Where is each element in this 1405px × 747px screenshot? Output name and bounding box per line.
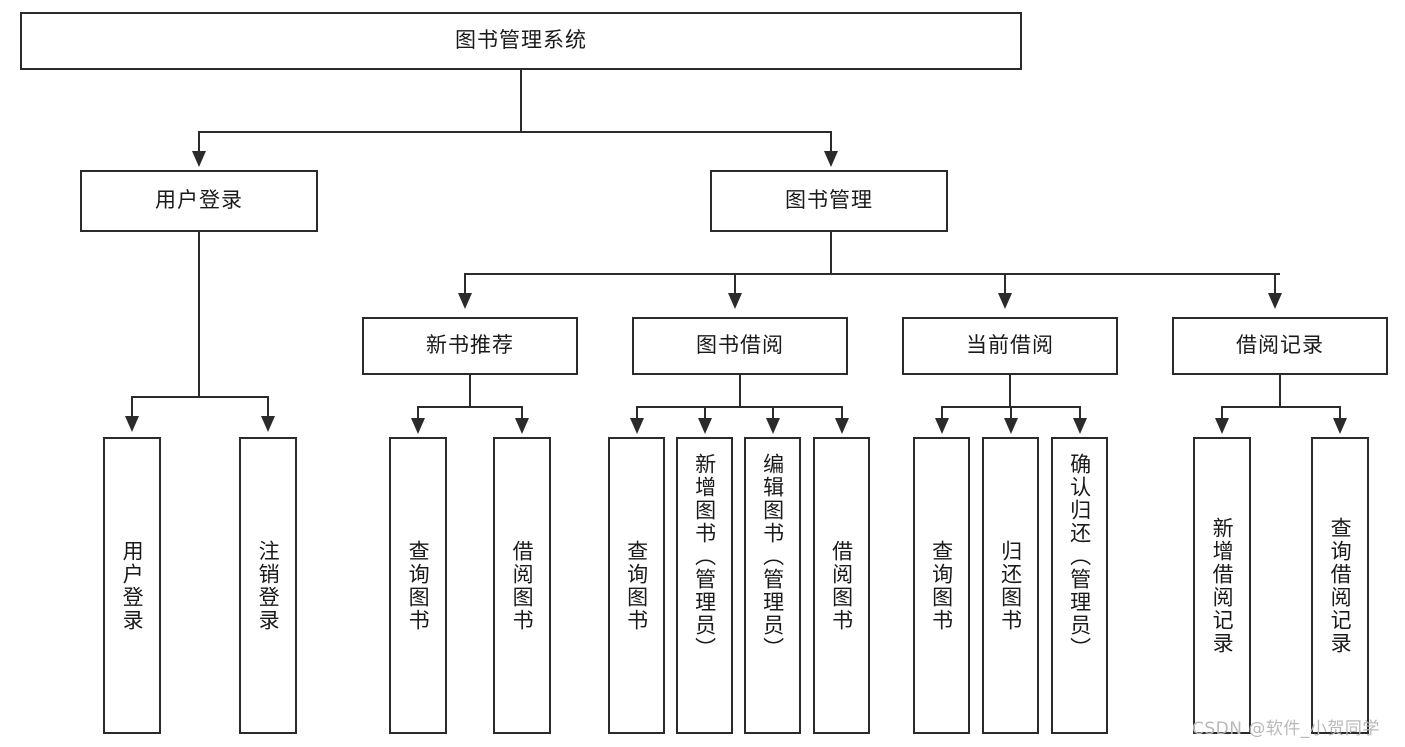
arrow-br-to-leaf2	[1333, 418, 1347, 434]
leaf-add-record[interactable]: 新增借阅记录	[1193, 437, 1251, 734]
csdn-watermark: CSDN @软件_小贺同学	[1192, 719, 1380, 739]
connector-bb-to-leaf4	[841, 406, 843, 420]
node-new-book-recommend[interactable]: 新书推荐	[362, 317, 578, 375]
leaf-edit-book-label: 编辑图书（管理员）	[760, 453, 785, 660]
connector-bm-to-book-borrow	[734, 273, 736, 295]
connector-user-login-to-leaf1	[131, 396, 133, 418]
connector-cb-to-leaf2	[1010, 406, 1012, 420]
connector-book-management-bus	[464, 273, 1280, 275]
leaf-query-book-2[interactable]: 查询图书	[608, 437, 665, 734]
leaf-user-login-label: 用户登录	[120, 539, 145, 632]
arrow-root-to-book-management	[824, 151, 838, 167]
arrow-bm-to-book-borrow	[728, 293, 742, 309]
arrow-bm-to-borrow-record	[1268, 293, 1282, 309]
connector-bm-to-new-book	[464, 273, 466, 295]
leaf-confirm-return[interactable]: 确认归还（管理员）	[1051, 437, 1108, 734]
arrow-bb-to-leaf2	[698, 418, 712, 434]
node-user-login-label: 用户登录	[155, 188, 243, 213]
node-current-borrow-label: 当前借阅	[966, 333, 1054, 358]
leaf-confirm-return-label: 确认归还（管理员）	[1067, 453, 1092, 660]
arrow-br-to-leaf1	[1215, 418, 1229, 434]
leaf-add-book-label: 新增图书（管理员）	[692, 453, 717, 660]
arrow-bb-to-leaf3	[766, 418, 780, 434]
connector-bb-stem	[739, 375, 741, 407]
leaf-borrow-book-2-label: 借阅图书	[829, 539, 854, 632]
leaf-edit-book[interactable]: 编辑图书（管理员）	[744, 437, 801, 734]
connector-root-bus	[198, 131, 832, 133]
leaf-logout-login[interactable]: 注销登录	[239, 437, 297, 734]
leaf-borrow-book-1-label: 借阅图书	[510, 539, 535, 632]
node-root-label: 图书管理系统	[455, 28, 587, 53]
node-book-management-label: 图书管理	[785, 188, 873, 213]
leaf-query-book-3[interactable]: 查询图书	[913, 437, 970, 734]
connector-bb-bus	[636, 406, 841, 408]
node-book-borrow-label: 图书借阅	[696, 333, 784, 358]
connector-cb-stem	[1009, 375, 1011, 407]
arrow-nbr-to-leaf1	[411, 418, 425, 434]
connector-nbr-bus	[417, 406, 522, 408]
arrow-cb-to-leaf3	[1073, 418, 1087, 434]
arrow-cb-to-leaf2	[1004, 418, 1018, 434]
connector-user-login-bus	[131, 396, 267, 398]
node-book-borrow[interactable]: 图书借阅	[632, 317, 848, 375]
leaf-return-book-label: 归还图书	[998, 539, 1023, 632]
leaf-borrow-book-1[interactable]: 借阅图书	[493, 437, 551, 734]
connector-br-to-leaf2	[1339, 406, 1341, 420]
connector-bm-to-current-borrow	[1004, 273, 1006, 295]
arrow-bb-to-leaf1	[630, 418, 644, 434]
arrow-root-to-user-login	[192, 151, 206, 167]
leaf-query-book-1-label: 查询图书	[406, 539, 431, 632]
connector-br-stem	[1279, 375, 1281, 407]
node-user-login[interactable]: 用户登录	[80, 170, 318, 232]
connector-user-login-stem	[198, 232, 200, 397]
connector-bb-to-leaf1	[636, 406, 638, 420]
connector-root-to-user-login	[198, 131, 200, 153]
leaf-query-book-1[interactable]: 查询图书	[389, 437, 447, 734]
connector-nbr-stem	[469, 375, 471, 407]
connector-user-login-to-leaf2	[267, 396, 269, 418]
arrow-nbr-to-leaf2	[515, 418, 529, 434]
arrow-bm-to-new-book	[458, 293, 472, 309]
leaf-add-record-label: 新增借阅记录	[1210, 516, 1235, 655]
connector-root-to-book-management	[830, 131, 832, 153]
connector-root-stem	[520, 70, 522, 132]
arrow-bm-to-current-borrow	[998, 293, 1012, 309]
leaf-user-login[interactable]: 用户登录	[103, 437, 161, 734]
leaf-query-record-label: 查询借阅记录	[1328, 516, 1353, 655]
arrow-user-login-to-leaf2	[261, 416, 275, 432]
leaf-add-book[interactable]: 新增图书（管理员）	[676, 437, 733, 734]
connector-br-bus	[1221, 406, 1340, 408]
leaf-query-book-3-label: 查询图书	[929, 539, 954, 632]
connector-cb-to-leaf3	[1079, 406, 1081, 420]
connector-book-management-stem	[830, 232, 832, 274]
node-borrow-record[interactable]: 借阅记录	[1172, 317, 1388, 375]
connector-bb-to-leaf3	[772, 406, 774, 420]
leaf-logout-login-label: 注销登录	[256, 539, 281, 632]
arrow-cb-to-leaf1	[935, 418, 949, 434]
node-book-management[interactable]: 图书管理	[710, 170, 948, 232]
leaf-query-record[interactable]: 查询借阅记录	[1311, 437, 1369, 734]
node-new-book-recommend-label: 新书推荐	[426, 333, 514, 358]
arrow-bb-to-leaf4	[835, 418, 849, 434]
connector-cb-to-leaf1	[941, 406, 943, 420]
node-current-borrow[interactable]: 当前借阅	[902, 317, 1118, 375]
node-borrow-record-label: 借阅记录	[1236, 333, 1324, 358]
leaf-query-book-2-label: 查询图书	[624, 539, 649, 632]
leaf-return-book[interactable]: 归还图书	[982, 437, 1039, 734]
connector-bb-to-leaf2	[704, 406, 706, 420]
connector-nbr-to-leaf2	[521, 406, 523, 420]
connector-bm-to-borrow-record	[1274, 273, 1276, 295]
leaf-borrow-book-2[interactable]: 借阅图书	[813, 437, 870, 734]
arrow-user-login-to-leaf1	[125, 416, 139, 432]
connector-nbr-to-leaf1	[417, 406, 419, 420]
node-root[interactable]: 图书管理系统	[20, 12, 1022, 70]
connector-br-to-leaf1	[1221, 406, 1223, 420]
